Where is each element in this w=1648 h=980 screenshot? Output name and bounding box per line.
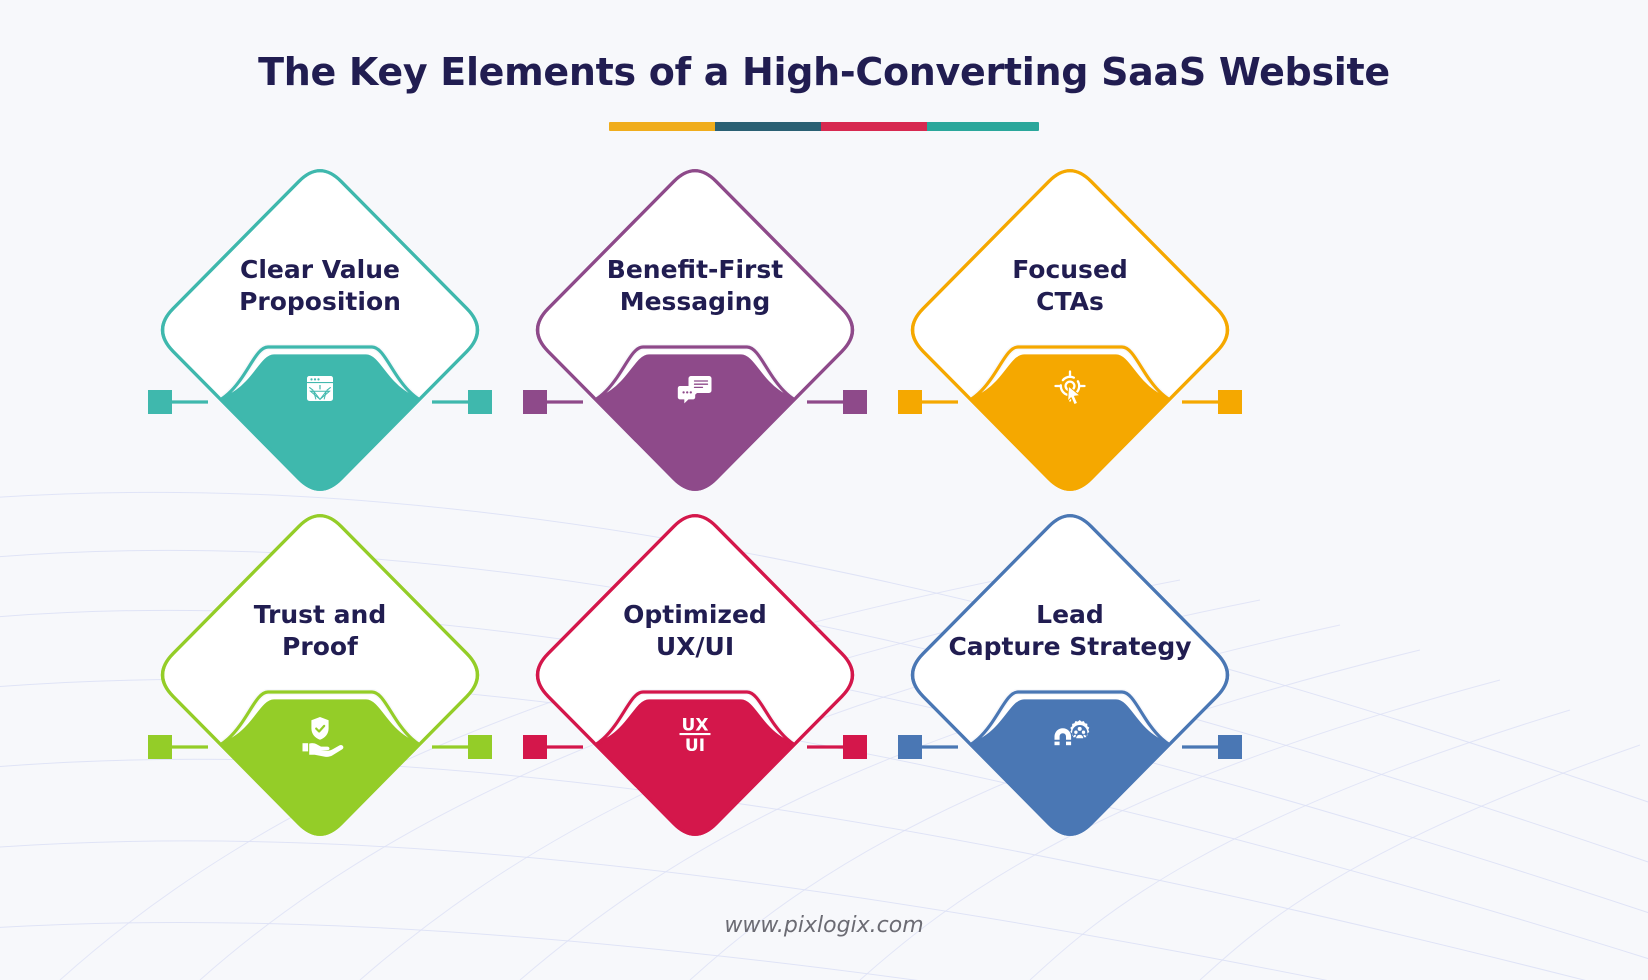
connector-square-right (843, 735, 867, 759)
connector-square-left (898, 390, 922, 414)
divider-segment-amber (609, 122, 715, 131)
svg-text:UI: UI (685, 736, 705, 756)
connector-square-right (468, 735, 492, 759)
connector-square-left (148, 735, 172, 759)
arch-fill (577, 356, 813, 490)
connector-square-left (898, 735, 922, 759)
connector-square-right (1218, 390, 1242, 414)
divider-segment-teal (927, 122, 1039, 131)
target-cursor-icon (1054, 370, 1086, 406)
svg-text:UX: UX (682, 716, 709, 736)
connector-square-left (523, 390, 547, 414)
arch-fill (202, 356, 438, 490)
divider-segment-crimson (821, 122, 927, 131)
connector-square-right (468, 390, 492, 414)
card-focused-ctas[interactable]: Focused CTAs (880, 150, 1260, 510)
diamond-outline-top (535, 169, 855, 491)
connector-square-left (148, 390, 172, 414)
title-divider-bar (609, 122, 1039, 131)
connector-square-right (1218, 735, 1242, 759)
card-benefit-first-messaging[interactable]: Benefit-First Messaging (505, 150, 885, 510)
card-optimized-ux-ui[interactable]: UX UI Optimized UX/UI (505, 495, 885, 855)
diamond-outline-top (910, 169, 1230, 491)
card-clear-value-proposition[interactable]: Clear Value Proposition (130, 150, 510, 510)
card-trust-and-proof[interactable]: Trust and Proof (130, 495, 510, 855)
connector-square-left (523, 735, 547, 759)
cards-grid: Clear Value Proposition (0, 150, 1648, 880)
arch-fill (952, 356, 1188, 490)
browser-diamond-icon (307, 376, 333, 401)
chat-bubbles-icon (677, 376, 712, 404)
footer-website-url: www.pixlogix.com (724, 913, 924, 938)
card-lead-capture-strategy[interactable]: Lead Capture Strategy (880, 495, 1260, 855)
diamond-outline-top (160, 169, 480, 491)
divider-segment-teal-blue (715, 122, 821, 131)
page-title: The Key Elements of a High-Converting Sa… (258, 50, 1390, 94)
connector-square-right (843, 390, 867, 414)
